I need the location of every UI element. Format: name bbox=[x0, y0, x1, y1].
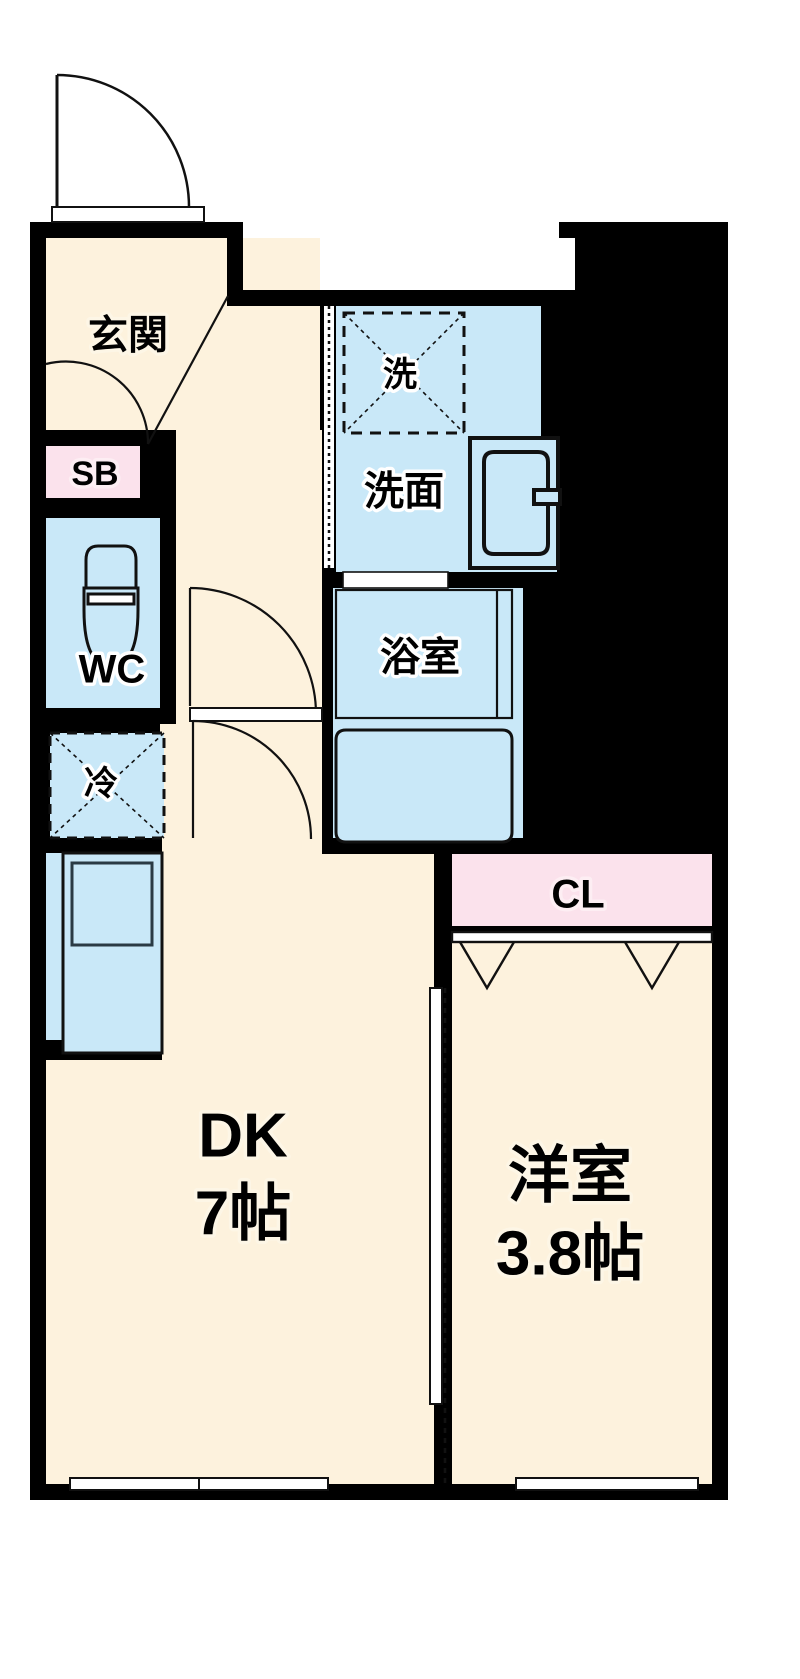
sliding-door-dk-room bbox=[429, 987, 447, 1484]
genkan-door-leaf bbox=[147, 295, 229, 445]
wc-door-swing bbox=[176, 586, 318, 715]
vanity-sink bbox=[468, 436, 562, 570]
label-toilet-room: WC bbox=[79, 648, 146, 692]
label-bathroom: 浴室 bbox=[380, 636, 460, 680]
room-labels: 玄関 SB WC 冷 洗 洗面 浴室 CL DK 7帖 洋室 3.8帖 bbox=[68, 310, 648, 1292]
shoe-box-area bbox=[46, 446, 140, 498]
genkan-door-arc bbox=[45, 360, 150, 445]
entrance-door-arc bbox=[56, 73, 191, 208]
floor-dk bbox=[46, 1084, 434, 1484]
floor-western-room bbox=[452, 940, 712, 1484]
floor-dk-notch bbox=[46, 1060, 161, 1120]
toilet-tank bbox=[84, 544, 138, 590]
bathtub-outline bbox=[334, 728, 514, 844]
floor-wc bbox=[46, 518, 176, 708]
closet-door-left-fold bbox=[458, 941, 516, 991]
label-refrigerator-space: 冷 bbox=[84, 765, 118, 803]
label-dining-kitchen-size: 7帖 bbox=[195, 1179, 291, 1248]
bathtub bbox=[334, 728, 514, 844]
label-washing-machine: 洗 bbox=[383, 356, 417, 394]
toilet-bowl bbox=[82, 586, 140, 668]
washbasin-sliding-door bbox=[324, 306, 334, 568]
label-entrance-hall: 玄関 bbox=[88, 314, 168, 358]
closet-door-track bbox=[450, 930, 714, 944]
washbasin-door-track bbox=[324, 306, 334, 568]
refrigerator-space bbox=[48, 731, 166, 840]
label-western-room-size: 3.8帖 bbox=[496, 1219, 644, 1288]
refrigerator-cross-b bbox=[49, 732, 165, 839]
floor-closet bbox=[452, 853, 712, 939]
balcony-window-right bbox=[515, 1477, 699, 1491]
label-western-room: 洋室 bbox=[508, 1141, 632, 1210]
label-dining-kitchen: DK bbox=[198, 1101, 288, 1170]
closet-door-right-fold bbox=[623, 941, 681, 991]
washing-machine-outline bbox=[342, 311, 466, 435]
wc-door-arc bbox=[189, 586, 318, 715]
kitchen-sink-basin bbox=[70, 861, 154, 947]
toilet-seat bbox=[86, 592, 136, 606]
toilet-fixture bbox=[82, 544, 140, 668]
washing-machine-space bbox=[342, 311, 466, 435]
hallway-door-swing bbox=[189, 707, 323, 840]
entrance-door-swing bbox=[51, 73, 205, 223]
bathroom-door bbox=[342, 571, 449, 589]
balcony-windows bbox=[69, 1477, 699, 1491]
wc-door-gap bbox=[176, 586, 190, 706]
hallway-door-leaf-frame bbox=[189, 707, 323, 722]
label-closet: CL bbox=[551, 873, 604, 917]
hallway-door-arc bbox=[192, 719, 313, 840]
label-shoe-box: SB bbox=[71, 455, 118, 493]
vanity-faucet bbox=[532, 488, 562, 506]
vanity-basin bbox=[482, 450, 550, 556]
closet-doors bbox=[450, 930, 714, 991]
genkan-door-swing bbox=[45, 295, 229, 445]
refrigerator-outline bbox=[48, 731, 166, 840]
sliding-door-leaf bbox=[429, 987, 443, 1405]
refrigerator-cross-a bbox=[49, 732, 165, 839]
kitchen-counter-sink bbox=[61, 851, 164, 1055]
bathroom-wall-inner bbox=[334, 588, 514, 720]
bathroom-interior bbox=[334, 588, 514, 720]
label-washbasin-room: 洗面 bbox=[364, 470, 444, 514]
entrance-door-leaf bbox=[51, 206, 205, 223]
